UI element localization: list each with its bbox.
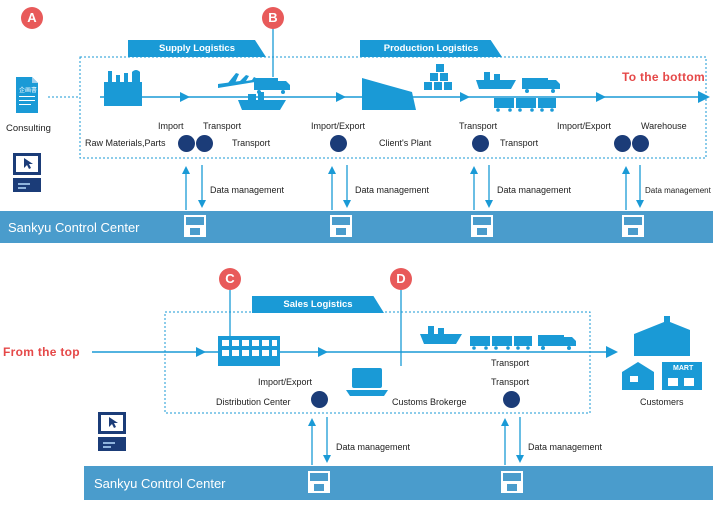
consulting-label: Consulting bbox=[6, 123, 51, 134]
node-dot-transport-bottom bbox=[503, 391, 520, 408]
bottom-flow-arrow-end bbox=[606, 346, 618, 358]
from-the-top-label: From the top bbox=[3, 345, 80, 359]
computer-icon-top bbox=[13, 153, 41, 192]
document-icon bbox=[16, 77, 38, 113]
ship-icon-bottom bbox=[420, 326, 462, 344]
flow-arrow-end bbox=[698, 91, 710, 103]
plant-icon bbox=[362, 78, 416, 110]
transport-label-4: Transport bbox=[500, 138, 539, 148]
transport-label-3: Transport bbox=[459, 121, 498, 131]
truck-icon-top-right bbox=[522, 78, 560, 93]
flow-arrow-1 bbox=[180, 92, 190, 102]
data-management-label-bottom-1: Data management bbox=[336, 442, 411, 452]
marker-d: D bbox=[390, 268, 412, 290]
distribution-center-label: Distribution Center bbox=[216, 397, 291, 407]
floppy-icons-top bbox=[184, 215, 644, 237]
truck-icon-top bbox=[254, 78, 290, 94]
customers-label: Customers bbox=[640, 397, 684, 407]
marker-b: B bbox=[262, 7, 284, 29]
control-center-title-bottom: Sankyu Control Center bbox=[94, 476, 226, 491]
top-data-arrows bbox=[182, 165, 644, 210]
top-dotted-frame bbox=[79, 56, 707, 159]
clients-plant-label: Client's Plant bbox=[379, 138, 432, 148]
import-label: Import bbox=[158, 121, 184, 131]
computer-icon-bottom bbox=[98, 412, 126, 451]
truck-icon-bottom bbox=[538, 335, 576, 350]
house-icon bbox=[622, 362, 654, 390]
ship-icon-top bbox=[238, 92, 286, 110]
distribution-center-icon bbox=[218, 336, 280, 366]
customer-building-icon bbox=[634, 316, 690, 356]
transport-label-2: Transport bbox=[232, 138, 271, 148]
customs-brokerage-label: Customs Brokerge bbox=[392, 397, 467, 407]
flow-arrow-4 bbox=[596, 92, 606, 102]
mart-icon bbox=[662, 362, 702, 390]
mart-sign: MART bbox=[673, 365, 694, 372]
data-management-label-2: Data management bbox=[355, 185, 430, 195]
transport-label-bottom-2: Transport bbox=[491, 377, 530, 387]
node-dot-transport-2 bbox=[472, 135, 489, 152]
factory-icon bbox=[104, 70, 142, 106]
node-dot-warehouse bbox=[632, 135, 649, 152]
import-export-label-1: Import/Export bbox=[311, 121, 366, 131]
flow-arrow-3 bbox=[460, 92, 470, 102]
transport-label-bottom-1: Transport bbox=[491, 358, 530, 368]
control-center-bar-top bbox=[0, 211, 713, 243]
document-label: 企画書 bbox=[19, 88, 38, 94]
airplane-icon bbox=[218, 73, 256, 88]
bottom-flow-arrow-1 bbox=[196, 347, 206, 357]
marker-a: A bbox=[21, 7, 43, 29]
train-icon-top bbox=[494, 98, 556, 112]
node-dot-import-export-1 bbox=[330, 135, 347, 152]
import-export-label-bottom: Import/Export bbox=[258, 377, 313, 387]
banner-production-logistics: Production Logistics bbox=[360, 40, 502, 57]
banner-sales-logistics: Sales Logistics bbox=[252, 296, 384, 313]
control-center-bar-bottom bbox=[84, 466, 713, 500]
train-icon-bottom bbox=[470, 336, 532, 350]
node-dot-transport bbox=[196, 135, 213, 152]
control-center-title-top: Sankyu Control Center bbox=[8, 220, 140, 235]
floppy-icons-bottom bbox=[308, 471, 523, 493]
banner-supply-logistics: Supply Logistics bbox=[128, 40, 266, 57]
node-dot-import bbox=[178, 135, 195, 152]
boxes-icon bbox=[424, 64, 452, 90]
ship-icon-top-right bbox=[476, 72, 516, 89]
to-the-bottom-label: To the bottom bbox=[622, 70, 705, 84]
import-export-label-2: Import/Export bbox=[557, 121, 612, 131]
warehouse-label: Warehouse bbox=[641, 121, 687, 131]
data-management-label-bottom-2: Data management bbox=[528, 442, 603, 452]
data-management-label-1: Data management bbox=[210, 185, 285, 195]
data-management-label-4: Data management bbox=[645, 186, 711, 195]
raw-materials-label: Raw Materials,Parts bbox=[85, 138, 166, 148]
flow-arrow-2 bbox=[336, 92, 346, 102]
data-management-label-3: Data management bbox=[497, 185, 572, 195]
laptop-icon bbox=[346, 368, 388, 396]
node-dot-import-export-2 bbox=[614, 135, 631, 152]
node-dot-distribution bbox=[311, 391, 328, 408]
marker-c: C bbox=[219, 268, 241, 290]
bottom-flow-arrow-2 bbox=[318, 347, 328, 357]
bottom-data-arrows bbox=[308, 417, 524, 465]
transport-label-1: Transport bbox=[203, 121, 242, 131]
